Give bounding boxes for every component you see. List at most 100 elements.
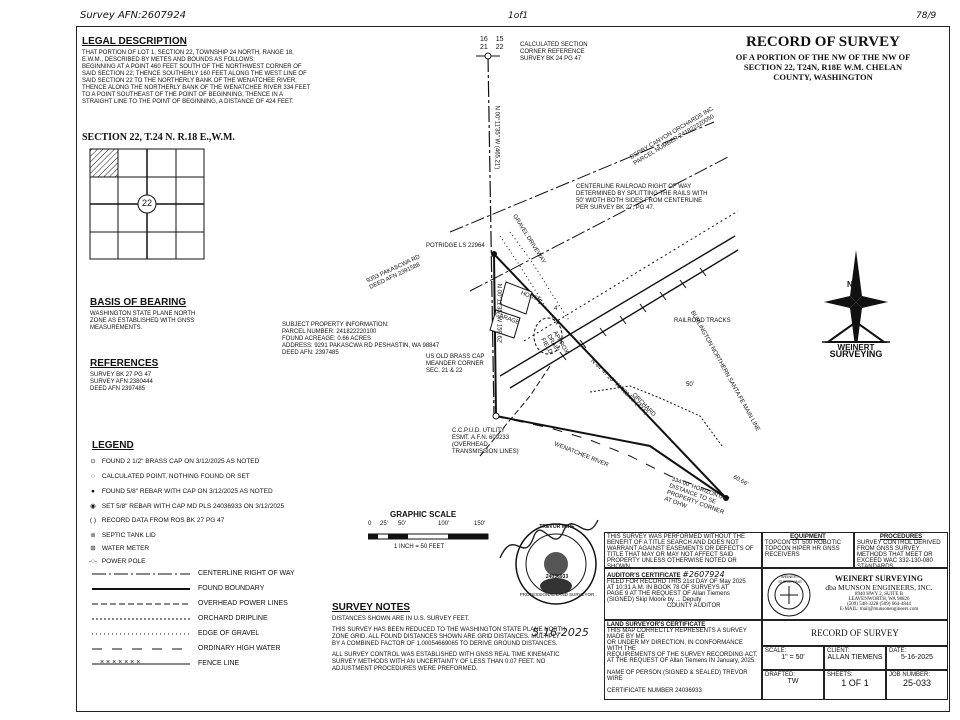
land-line: AT THE REQUEST OF Allan Tiemens IN Janua… (607, 658, 756, 664)
legend-item: ( ) RECORD DATA FROM ROS BK 27 PG 47 (86, 517, 224, 525)
land-surveyor-certificate: LAND SURVEYOR'S CERTIFICATE THIS MAP COR… (604, 620, 762, 700)
legend-line-label: EDGE OF GRAVEL (198, 630, 260, 637)
legal-line: E.W.M., DESCRIBED BY METES AND BOUNDS AS… (82, 57, 255, 63)
note-line: SUBJECT PROPERTY INFORMATION: (282, 322, 389, 328)
note-line: ZONE GRID. ALL FOUND DISTANCES SHOWN ARE… (332, 634, 560, 640)
legend-symbol: ⊙ (90, 458, 96, 465)
note-line: CENTERLINE RAILROAD RIGHT OF WAY (576, 184, 692, 190)
auditor-line: FILED FOR RECORD THIS 21st DAY OF May 20… (607, 579, 746, 585)
sheet-border (76, 26, 950, 712)
legend-line-label: FENCE LINE (198, 660, 240, 667)
company-phone: (509) 548-3228 (509) 664-4844 (847, 602, 911, 607)
survey-notes-heading: SURVEY NOTES (332, 602, 410, 613)
reference-line: SURVEY BK 27 PG 47 (90, 372, 152, 378)
procedures-text: SURVEY CONTROL DERIVED FROM GNSS SURVEY … (857, 540, 941, 570)
land-line: REQUIREMENTS OF THE SURVEY RECORDING ACT… (607, 652, 758, 658)
scale-tick: 100' (438, 521, 450, 527)
legend-item: ◉ SET 5/8" REBAR WITH CAP MD PLS 2403693… (86, 503, 284, 511)
note-line: DISTANCES SHOWN ARE IN U.S. SURVEY FEET. (332, 616, 470, 622)
basis-text: WASHINGTON STATE PLANE NORTH ZONE AS EST… (90, 311, 195, 332)
equipment-text: TOPCON GT 500 ROBOTIC TOPCON HIPER HR GN… (765, 540, 842, 558)
legend-item: ● FOUND 5/8" REBAR WITH CAP ON 3/12/2025… (86, 488, 273, 496)
legend-symbol: -○- (88, 558, 98, 565)
note-line: ADJUSTMENT PROCEDURES WERE PREFORMED. (332, 666, 478, 672)
seal-reg: 24036933 (545, 574, 569, 580)
company-email: E-MAIL: mail@munsonengineers.com (839, 607, 919, 612)
note-line: PARCEL NUMBER: 241822220100 (282, 329, 377, 335)
auditor-line: AT 10:31 A.M. IN BOOK 78 OF SURVEYS AT (607, 585, 729, 591)
scale-cell: SCALE: 1" = 50' (762, 646, 824, 670)
note-line: PER SURVEY BK 27, PG 47. (576, 205, 655, 211)
legend-symbol: ⊚ (90, 532, 96, 539)
note-line: 50' WIDTH BOTH SIDES FROM CENTERLINE (576, 198, 703, 204)
distance-50: 50' (686, 382, 694, 388)
legend-label: FOUND 2 1/2" BRASS CAP ON 3/12/2025 AS N… (101, 458, 260, 465)
railroad-tracks-label: RAILROAD TRACKS (674, 318, 731, 324)
note-line: BY A COMBINED FACTOR OF 1.00054669065 TO… (332, 641, 558, 647)
note-line: ADDRESS: 9291 PAKASCWA RD PESHASTIN, WA … (282, 343, 440, 349)
company-info: WEINERT SURVEYING dba MUNSON ENGINEERS, … (812, 574, 946, 612)
logo-sub: SURVEYING (829, 349, 883, 359)
basis-heading: BASIS OF BEARING (90, 297, 187, 308)
subtitle-line: COUNTY, WASHINGTON (773, 72, 873, 82)
legend-item: ⊞ WATER METER (86, 545, 149, 553)
equipment-heading: EQUIPMENT (790, 534, 826, 540)
section-corner-numbers: 16 15 21 22 (480, 36, 510, 52)
surveyor-seal (515, 523, 597, 605)
company-city: LEAVENWORTH, WA 98826 (848, 597, 910, 602)
equipment-box: EQUIPMENT TOPCON GT 500 ROBOTIC TOPCON H… (762, 532, 854, 568)
date-cell: DATE: 5-16-2025 (886, 646, 948, 670)
page-note: 1of1 (508, 11, 529, 21)
legend-label: SEPTIC TANK LID (101, 532, 156, 539)
distance-4: 4' (554, 306, 559, 312)
disclaimer-text: THIS SURVEY WAS PERFORMED WITHOUT THE BE… (607, 534, 754, 570)
legal-line: THENCE ALONG THE NORTHERLY BANK OF THE W… (82, 85, 311, 91)
seal-name: TREVOR WIRE (539, 524, 575, 530)
scale-bar (368, 533, 489, 540)
note-line: MEANDER CORNER (426, 361, 484, 367)
company-address: 8940 HWY 2, SUITE B (854, 592, 903, 597)
note-line: CALCULATED SECTION (520, 42, 588, 48)
date-heading: DATE: (889, 648, 907, 654)
company-seal (767, 573, 811, 617)
note-line: CORNER REFERENCE (520, 49, 585, 55)
procedures-heading: PROCEDURES (879, 534, 923, 540)
land-line: THIS MAP CORRECTLY REPRESENTS A SURVEY M… (607, 628, 747, 640)
ros-label: RECORD OF SURVEY (811, 628, 899, 638)
sheets-heading: SHEETS: (827, 672, 853, 678)
legend-label: WATER METER (101, 545, 150, 552)
auditor-heading: AUDITOR'S CERTIFICATE (607, 573, 681, 579)
basis-line: WASHINGTON STATE PLANE NORTH (90, 311, 196, 317)
note-line: TRANSMISSION LINES) (452, 449, 519, 455)
legal-line: SAID SECTION 22; THENCE SOUTHERLY 160 FE… (82, 71, 307, 77)
note-line: THIS SURVEY HAS BEEN REDUCED TO THE WASH… (332, 627, 566, 633)
auditor-line: PAGE 9 AT THE REQUEST OF Allan Tiemens (607, 591, 730, 597)
surveyor-signature (499, 519, 599, 559)
survey-title: RECORD OF SURVEY (746, 34, 900, 50)
scale-note: 1 INCH = 50 FEET (394, 544, 445, 550)
scale-tick: 25' (380, 521, 388, 527)
corner-num: 22 (495, 44, 504, 51)
auditor-number: #2607924 (682, 570, 725, 579)
job-heading: JOB NUMBER: (889, 672, 931, 678)
ros-box: RECORD OF SURVEY (762, 620, 948, 646)
survey-subtitle: OF A PORTION OF THE NW OF THE NW OF SECT… (718, 52, 928, 82)
scale-tick: 0 (368, 521, 372, 527)
brass-cap-note: US OLD BRASS CAP MEANDER CORNER SEC. 21 … (426, 354, 484, 375)
disclaimer-box: THIS SURVEY WAS PERFORMED WITHOUT THE BE… (604, 532, 762, 570)
subtitle-line: SECTION 22, T24N, R18E W.M. CHELAN (743, 62, 903, 72)
svg-text:× × × × × × ×: × × × × × × × (100, 659, 140, 666)
legal-line: SAID SECTION 22 TO THE NORTHERLY BANK OF… (82, 78, 297, 84)
afn-note: Survey AFN:2607924 (80, 10, 186, 21)
legend-symbol: ● (91, 488, 95, 495)
basis-line: MEASUREMENTS. (90, 325, 143, 331)
potridge-label: POTRIDGE LS 22964 (426, 243, 485, 249)
land-line: NAME OF PERSON (SIGNED & SEALED) TREVOR … (607, 670, 748, 682)
note-line: ESMT. A.F.N. 609233 (452, 435, 510, 441)
survey-map (449, 52, 739, 501)
legal-heading: LEGAL DESCRIPTION (82, 36, 187, 47)
company-box (762, 568, 948, 620)
auditor-line: COUNTY AUDITOR (667, 603, 721, 609)
north-label: N (847, 280, 853, 289)
legend-item: ⊚ SEPTIC TANK LID (86, 532, 156, 540)
